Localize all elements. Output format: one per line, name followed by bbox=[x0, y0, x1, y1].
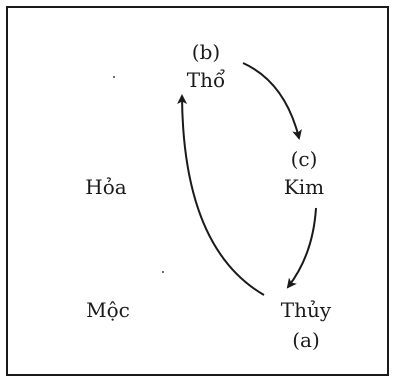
node-tho-marker: (b) bbox=[191, 40, 221, 64]
diagram-frame bbox=[6, 6, 389, 376]
node-kim-name: Kim bbox=[283, 175, 325, 199]
node-kim-marker: (c) bbox=[290, 147, 318, 171]
arrow-thuy-to-tho bbox=[177, 94, 265, 296]
scan-speck bbox=[113, 76, 115, 78]
node-tho-name: Thổ bbox=[186, 68, 226, 92]
node-moc-name: Mộc bbox=[86, 298, 130, 322]
node-thuy-name: Thủy bbox=[280, 298, 332, 322]
node-hoa-name: Hỏa bbox=[85, 175, 127, 199]
node-thuy-marker: (a) bbox=[292, 328, 320, 352]
arrow-tho-to-kim bbox=[242, 62, 302, 140]
scan-speck bbox=[162, 271, 164, 273]
arrow-kim-to-thuy bbox=[286, 207, 317, 289]
